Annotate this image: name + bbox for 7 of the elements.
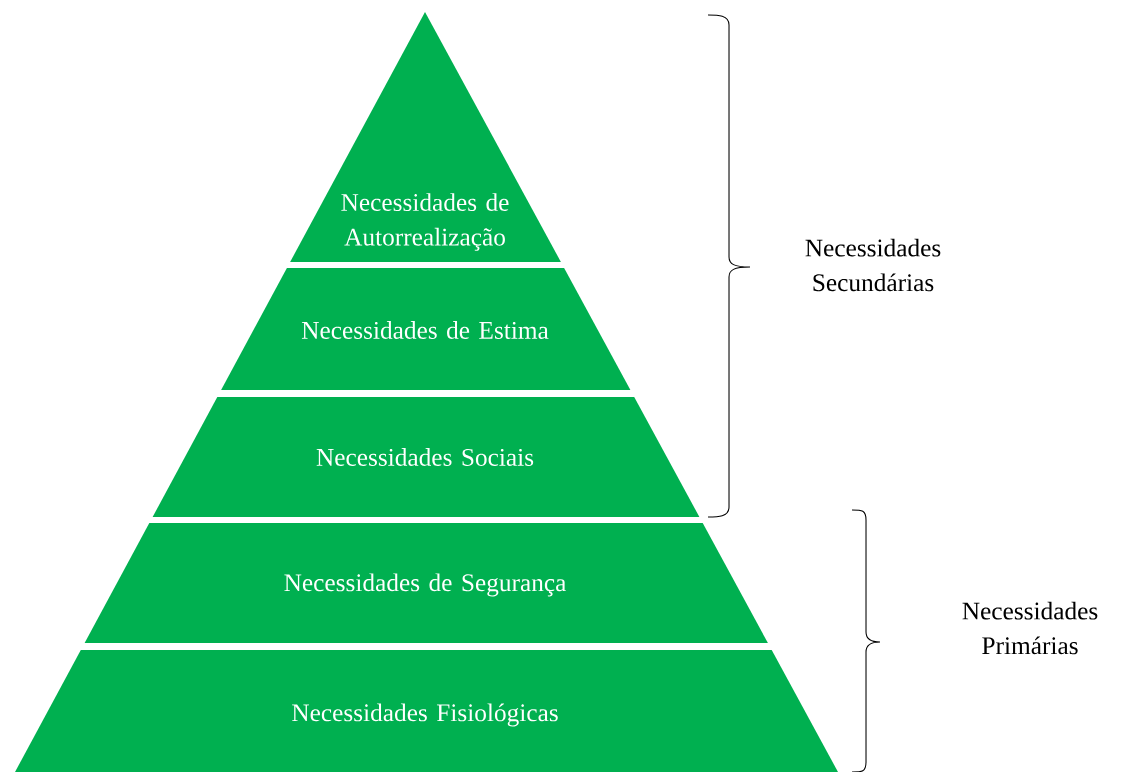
bracket-label: Necessidades Primárias: [962, 601, 1098, 655]
bracket-label: Necessidades Secundárias: [805, 238, 941, 292]
pyramid-level: Necessidades de Estima: [221, 268, 631, 390]
pyramid-level: Necessidades de Autorrealização: [290, 12, 561, 262]
pyramid-level: Necessidades Fisiológicas: [15, 650, 838, 772]
pyramid-level: Necessidades de Segurança: [84, 523, 768, 643]
pyramid-level: Necessidades Sociais: [152, 397, 700, 517]
